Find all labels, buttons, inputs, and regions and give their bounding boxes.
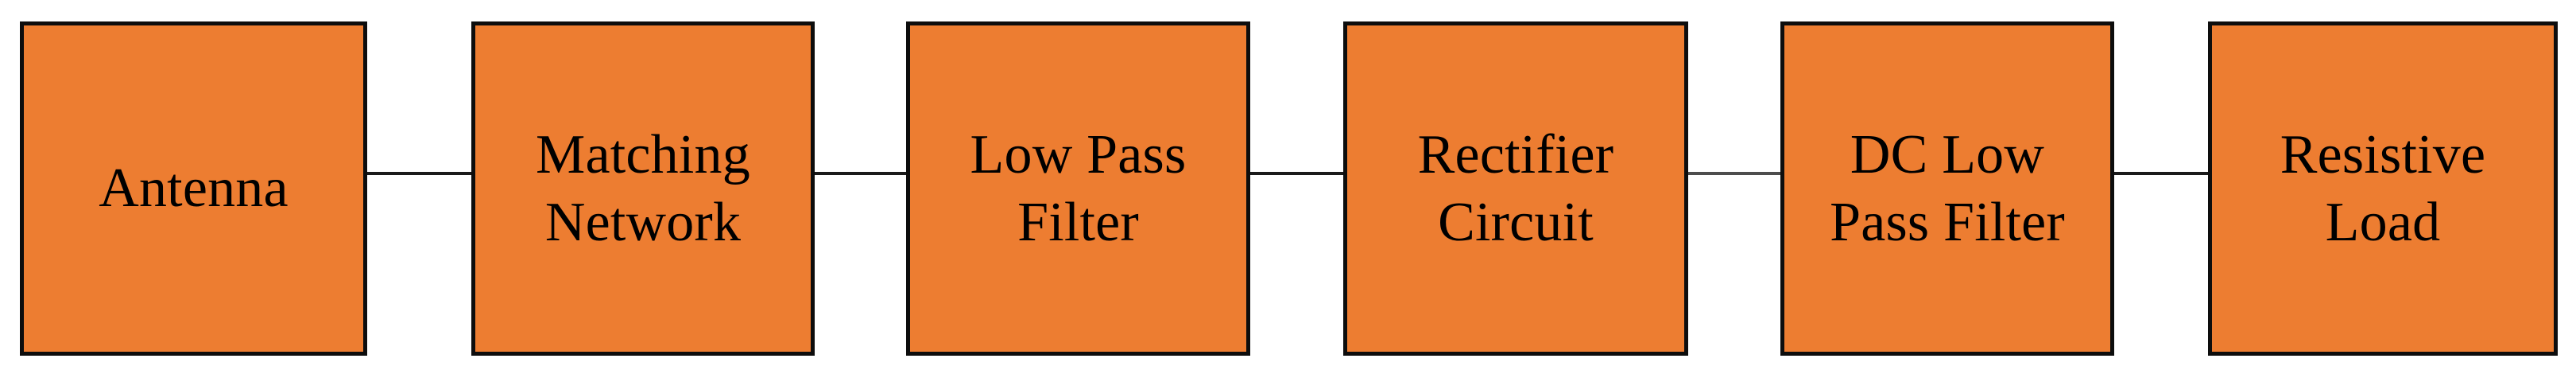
connector-rectifier-circuit-to-dc-low-pass-filter (1687, 172, 1782, 175)
block-dc-low-pass-filter[interactable]: DC Low Pass Filter (1780, 21, 2114, 356)
block-resistive-load[interactable]: Resistive Load (2208, 21, 2558, 356)
block-label-dc-low-pass-filter: DC Low Pass Filter (1830, 123, 2065, 253)
block-label-antenna: Antenna (99, 158, 289, 220)
block-rectifier-circuit[interactable]: Rectifier Circuit (1343, 21, 1688, 356)
block-matching-network[interactable]: Matching Network (471, 21, 815, 356)
block-low-pass-filter[interactable]: Low Pass Filter (906, 21, 1250, 356)
block-antenna[interactable]: Antenna (20, 21, 367, 356)
connector-low-pass-filter-to-rectifier-circuit (1249, 172, 1345, 175)
connector-matching-network-to-low-pass-filter (813, 172, 908, 175)
block-label-matching-network: Matching Network (536, 123, 750, 253)
block-label-low-pass-filter: Low Pass Filter (970, 123, 1187, 253)
connector-antenna-to-matching-network (366, 172, 473, 175)
connector-dc-low-pass-filter-to-resistive-load (2113, 172, 2210, 175)
block-label-rectifier-circuit: Rectifier Circuit (1417, 123, 1614, 253)
block-label-resistive-load: Resistive Load (2280, 123, 2486, 253)
